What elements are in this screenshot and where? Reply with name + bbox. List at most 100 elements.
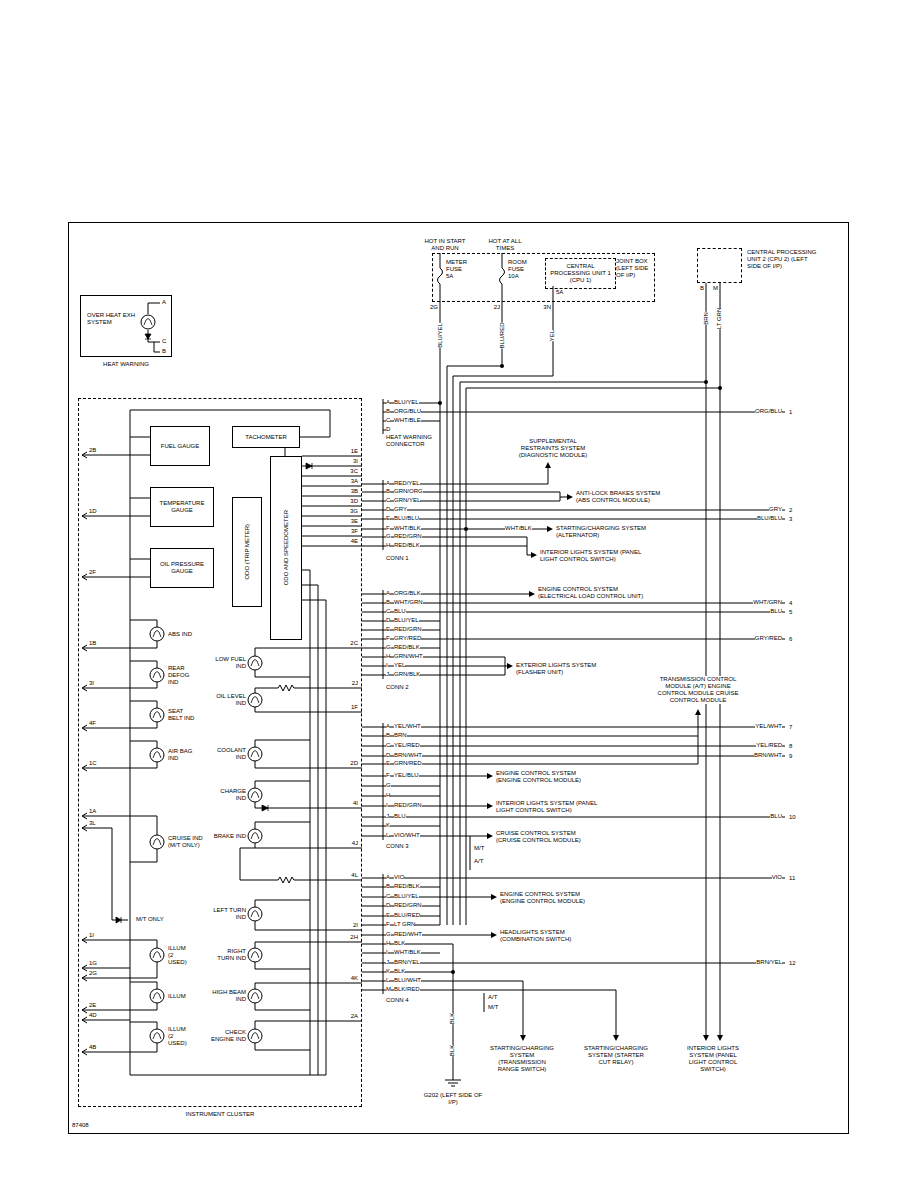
pin-number: 4B <box>89 1044 96 1051</box>
lamp-symbol <box>248 948 262 962</box>
pin-number: 1C <box>89 760 97 767</box>
pin-number: 3I <box>353 458 358 465</box>
pin-letter: A <box>386 480 390 487</box>
pin-letter: A <box>386 590 390 597</box>
gauge-box: TACHOMETER <box>232 426 300 448</box>
wire-color: BLU/RED <box>498 322 505 348</box>
lamp-symbol <box>248 829 262 843</box>
wire-color: BLU/YEL <box>394 617 419 624</box>
pin-letter: F <box>386 635 390 642</box>
lamp-symbol <box>248 693 262 707</box>
system-label: INTERIOR LIGHTS SYSTEM (PANEL LIGHT CONT… <box>496 800 600 814</box>
wire-color: BLU/BLU <box>757 515 782 522</box>
wire-color: BLU <box>770 813 782 820</box>
pin-number: 3G <box>350 508 358 515</box>
pin-letter: E <box>386 760 390 767</box>
wire-color: VIO <box>394 874 404 881</box>
pin-letter: G <box>386 782 391 789</box>
node-text: ODO (TRIP METER) <box>244 524 251 580</box>
pin-number: 1B <box>89 640 96 647</box>
note-text: HOT IN START AND RUN <box>419 238 471 252</box>
pin-number: 3C <box>350 468 358 475</box>
note-text: HOT AT ALL TIMES <box>487 238 523 252</box>
feed-wires <box>438 253 721 1035</box>
pin-letter: D <box>386 752 390 759</box>
lamp-label: CHECK ENGINE IND <box>210 1029 246 1043</box>
fuse-label: 5A <box>556 289 563 296</box>
system-label: INTERIOR LIGHTS SYSTEM (PANEL LIGHT CONT… <box>685 1045 741 1073</box>
callout-number: 9 <box>789 753 792 760</box>
pin-letter: E <box>386 515 390 522</box>
wire-color: RED/BLK <box>394 542 420 549</box>
wire-color: LT GRN <box>716 307 723 328</box>
wire-color: RED/BLK <box>394 883 420 890</box>
lamp-symbol <box>150 989 164 1003</box>
pin-number: 3F <box>351 528 358 535</box>
pin-number: 4L <box>351 872 358 879</box>
lamp-label: ABS IND <box>168 631 198 638</box>
wire-color: BLU/RED <box>394 912 420 919</box>
wire-color: GRY <box>769 506 782 513</box>
pin-number: 1A <box>89 808 96 815</box>
ground-label: G202 (LEFT SIDE OF I/P) <box>421 1092 485 1106</box>
junction-dot <box>451 970 455 974</box>
wire-color: RED/BLK <box>394 644 420 651</box>
wire-color: LT GRN <box>394 921 415 928</box>
lamp-label: RIGHT TURN IND <box>210 948 246 962</box>
wire-color: BLU <box>394 608 406 615</box>
node-text: OVER HEAT EXH SYSTEM <box>87 312 137 326</box>
pin-letter: I <box>386 802 388 809</box>
pin-letter: C <box>386 742 390 749</box>
meter-box: ODO AND SPEEDOMETER <box>270 456 302 640</box>
wire-color: BLK/RED <box>394 986 420 993</box>
wire-color: BRN <box>394 732 407 739</box>
variant-note: A/T <box>488 994 497 1001</box>
wire-color: WHT/GRN <box>394 599 423 606</box>
lamps <box>141 315 262 1043</box>
junction-dots <box>438 364 722 974</box>
connector-name: HEAT WARNING CONNECTOR <box>386 434 436 448</box>
pin-letter: G <box>386 644 391 651</box>
callout-number: 3 <box>789 516 792 523</box>
pin-letter: B <box>386 883 390 890</box>
pin-letter: B <box>386 488 390 495</box>
pin-letter: H <box>386 542 390 549</box>
wire-color: RED/GRN <box>394 902 422 909</box>
pin-number: 2F <box>89 569 96 576</box>
heat-warning-box: OVER HEAT EXH SYSTEMHEAT WARNING <box>80 295 172 357</box>
connector-name: CONN 2 <box>386 684 436 691</box>
lamp-symbol <box>150 668 164 682</box>
variant-note: M/T <box>488 1004 498 1011</box>
cluster-wires <box>82 303 362 1075</box>
wire-color: BLK <box>450 1044 457 1055</box>
pin-letter: B <box>386 599 390 606</box>
pin-number: 2I <box>353 922 358 929</box>
pin-letter: B <box>162 348 166 355</box>
callout-number: 2 <box>789 507 792 514</box>
system-label: ENGINE CONTROL SYSTEM (ENGINE CONTROL MO… <box>500 891 590 905</box>
system-label: STARTING/CHARGING SYSTEM (STARTER CUT RE… <box>583 1045 649 1066</box>
system-label: CRUISE CONTROL SYSTEM (CRUISE CONTROL MO… <box>496 830 586 844</box>
pin-letter: A <box>386 723 390 730</box>
node-text: JOINT BOX (LEFT SIDE OF I/P) <box>616 258 654 279</box>
wire-color: BLK <box>394 940 405 947</box>
pin-number: 3B <box>351 488 358 495</box>
lamp-label: CRUISE IND (M/T ONLY) <box>168 835 210 849</box>
pin-letter: C <box>386 893 390 900</box>
wire-color: YEL/RED <box>756 742 782 749</box>
callout-number: 10 <box>789 814 796 821</box>
meter-box: ODO (TRIP METER) <box>232 497 262 607</box>
pin-letter: L <box>386 977 389 984</box>
page-frame <box>69 223 849 1134</box>
junction-dot <box>438 401 442 405</box>
pin-number: 2J <box>494 304 500 311</box>
pin-number: 3N <box>543 304 551 311</box>
wire-color: GRN/BLK <box>394 671 420 678</box>
wire-color: YEL/WHT <box>755 723 782 730</box>
pin-letter: H <box>386 653 390 660</box>
wire-color: BLK <box>394 968 405 975</box>
gauge-box: TEMPERATURE GAUGE <box>150 487 214 527</box>
pin-number: 2E <box>89 1002 96 1009</box>
